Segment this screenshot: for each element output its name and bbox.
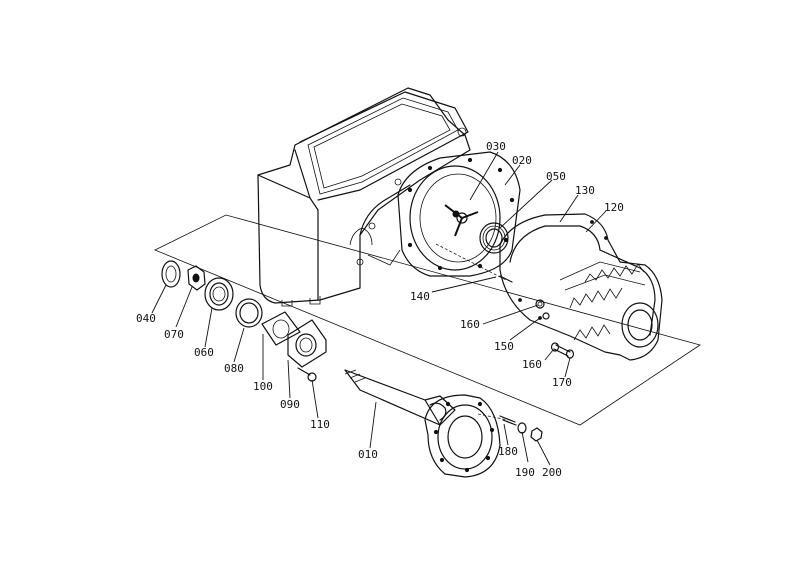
part-label-080: 080 (224, 362, 244, 375)
part-label-140: 140 (410, 290, 430, 303)
part-label-100: 100 (253, 380, 273, 393)
part-label-030: 030 (486, 140, 506, 153)
part-label-170: 170 (552, 376, 572, 389)
part-label-180: 180 (498, 445, 518, 458)
nut-200 (530, 427, 543, 442)
part-label-160-left: 160 (460, 318, 480, 331)
leader-lines (151, 151, 607, 466)
oil-seal-080 (235, 298, 263, 328)
part-label-120: 120 (604, 201, 624, 214)
part-label-190: 190 (515, 466, 535, 479)
reference-plane-outline (154, 214, 701, 426)
part-label-040: 040 (136, 312, 156, 325)
part-label-060: 060 (194, 346, 214, 359)
part-label-050: 050 (546, 170, 566, 183)
flange-cover-020 (397, 151, 521, 277)
seal-040 (161, 260, 181, 288)
part-labels: 010 020 030 040 050 060 070 080 090 100 … (136, 140, 624, 479)
bolt-110 (297, 367, 317, 382)
gasket-100 (261, 311, 301, 346)
part-label-110: 110 (310, 418, 330, 431)
retainer-090 (287, 319, 327, 368)
bolt-170 (550, 342, 575, 359)
part-label-090: 090 (280, 398, 300, 411)
bearing-050 (479, 222, 509, 254)
axle-case-120 (499, 213, 663, 361)
part-label-160-right: 160 (522, 358, 542, 371)
axle-shaft-010 (344, 369, 501, 478)
part-label-020: 020 (512, 154, 532, 167)
bearing-060 (204, 277, 234, 311)
transmission-housing (257, 87, 471, 307)
nut-070 (187, 265, 206, 291)
part-label-010: 010 (358, 448, 378, 461)
part-label-130: 130 (575, 184, 595, 197)
washer-190 (517, 422, 527, 434)
part-label-150: 150 (494, 340, 514, 353)
part-label-070: 070 (164, 328, 184, 341)
wheel-bolt-180 (477, 413, 517, 426)
part-label-200: 200 (542, 466, 562, 479)
